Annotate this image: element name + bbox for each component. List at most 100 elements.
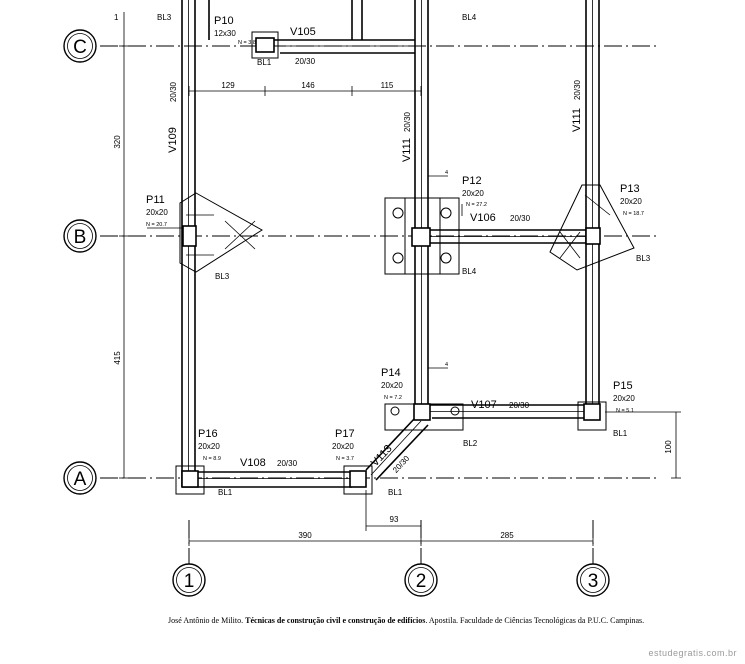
dimension-115: 115	[381, 81, 394, 90]
axis-bubble-2: 2	[404, 563, 438, 597]
caption-author: José Antônio de Milito.	[168, 616, 244, 625]
pillar-p14-size: 20x20	[381, 381, 403, 390]
axis-bubble-1: 1	[172, 563, 206, 597]
source-caption: José Antônio de Milito. Técnicas de cons…	[168, 616, 644, 625]
block-bl3-p11-label: BL3	[215, 272, 230, 281]
pillar-p13-load: N = 18.7	[623, 211, 644, 217]
block-bl3-p13-label: BL3	[636, 254, 651, 263]
beam-v106-name: V106	[470, 212, 496, 224]
beam-v111-left-size: 20/30	[403, 111, 412, 132]
dimension-100: 100	[664, 440, 673, 454]
pillar-p10-load: N = 3.8	[238, 40, 256, 46]
pillar-p15-size: 20x20	[613, 394, 635, 403]
caption-rest: . Apostila. Faculdade de Ciências Tecnol…	[425, 616, 645, 625]
pillar-p13-name: P13	[620, 183, 640, 195]
dimension-285: 285	[500, 531, 514, 540]
axis-bubble-a: A	[63, 461, 97, 495]
pillar-p17-name: P17	[335, 428, 355, 440]
dimension-320: 320	[113, 135, 122, 149]
pillar-p16-name: P16	[198, 428, 218, 440]
pillar-p13-size: 20x20	[620, 197, 642, 206]
pillar-p12-name: P12	[462, 175, 482, 187]
pillar-p11-size: 20x20	[146, 208, 168, 217]
beam-v108-name: V108	[240, 457, 266, 469]
pillar-p11-name: P11	[146, 194, 165, 206]
block-bl4-p12	[384, 197, 460, 275]
beam-v113-size: 20/30	[391, 454, 412, 475]
pillar-p16-size: 20x20	[198, 442, 220, 451]
beam-v105-size: 20/30	[295, 57, 316, 66]
beam-v107-name: V107	[471, 399, 497, 411]
dimension-129: 129	[221, 81, 235, 90]
pillar-p14-name: P14	[381, 367, 401, 379]
foundation-blocks	[175, 31, 635, 495]
pillar-p11	[182, 225, 197, 247]
beam-v106-size: 20/30	[510, 214, 531, 223]
axis-bubble-c: C	[63, 29, 97, 63]
pillar-p17	[349, 470, 367, 488]
pillar-p14-load: N = 7.2	[384, 395, 402, 401]
beam-labels: V105 20/30 V106 20/30 V107 20/30 V108 20…	[167, 26, 583, 475]
beam-v111-left-name: V111	[401, 138, 413, 162]
axis-bubble-b: B	[63, 219, 97, 253]
mark-4-lower: 4	[445, 362, 448, 368]
pillar-p16	[181, 470, 199, 488]
pillar-p17-size: 20x20	[332, 442, 354, 451]
pillar-p13	[585, 227, 601, 245]
axis-bubble-3: 3	[576, 563, 610, 597]
block-bl2-p14	[384, 403, 464, 431]
axis-label-c: C	[73, 37, 87, 58]
dimension-left: 320 415	[113, 12, 129, 479]
block-bl3-p13	[549, 184, 635, 271]
pillar-labels: P10 12x30 N = 3.8 P11 20x20 N = 20.7 P12…	[146, 15, 644, 462]
mark-4-upper: 4	[445, 170, 448, 176]
watermark: estudegratis.com.br	[648, 648, 737, 658]
block-bl1-p16-label: BL1	[218, 488, 233, 497]
block-bl1-p10-label: BL1	[257, 58, 272, 67]
pillar-p12-load: N = 27.2	[466, 202, 487, 208]
dimension-93: 93	[390, 515, 399, 524]
dimension-offset-93: 93	[365, 490, 422, 531]
pillar-p10-size: 12x30	[214, 29, 236, 38]
structural-plan: C B A 1 2 3 320 415 129 146 115	[63, 0, 681, 597]
pillar-p14	[413, 403, 431, 421]
block-bl1-p15-label: BL1	[613, 429, 628, 438]
block-bl2-p14-label: BL2	[463, 439, 478, 448]
pillar-p16-load: N = 8.9	[203, 456, 221, 462]
axis-label-2: 2	[416, 571, 427, 592]
pillar-p10-name: P10	[214, 15, 234, 27]
dimension-top: 129 146 115	[188, 81, 422, 96]
pillar-p10	[255, 37, 275, 53]
block-labels: 1 BL3 BL4 BL1 BL3 BL4 BL3 BL2 BL1 BL1 BL…	[114, 13, 651, 497]
pillar-p11-load: N = 20.7	[146, 222, 167, 228]
block-bl1-p16	[175, 465, 205, 495]
block-bl1-p17-label: BL1	[388, 488, 403, 497]
pillar-p17-load: N = 3.7	[336, 456, 354, 462]
pillars	[181, 37, 601, 488]
pillar-p15	[583, 403, 601, 421]
block-bl1-p15	[577, 401, 607, 431]
dimension-146: 146	[301, 81, 315, 90]
dimension-bottom: 390 285	[188, 531, 594, 546]
pillar-p12	[411, 227, 431, 247]
axis-label-b: B	[74, 227, 87, 248]
block-bl3-p11	[179, 192, 263, 273]
pillar-p15-load: N = 5.1	[616, 408, 634, 414]
block-bl4-p12-label: BL4	[462, 267, 477, 276]
leader-lines	[147, 175, 463, 369]
beam-v111-right-name: V111	[571, 108, 583, 132]
beam-v109-size: 20/30	[169, 81, 178, 102]
beam-v107-size: 20/30	[509, 401, 530, 410]
dimension-415: 415	[113, 351, 122, 365]
mark-1: 1	[114, 13, 119, 22]
beam-v111-right-size: 20/30	[573, 79, 582, 100]
axis-label-3: 3	[588, 571, 599, 592]
beam-v105-name: V105	[290, 26, 316, 38]
axis-label-a: A	[74, 469, 87, 490]
block-bl3-top: BL3	[157, 13, 172, 22]
beams	[181, 0, 600, 488]
pillar-p15-name: P15	[613, 380, 633, 392]
block-bl1-p17	[343, 465, 373, 495]
beam-v109-name: V109	[167, 127, 179, 153]
caption-title: Técnicas de construção civil e construçã…	[245, 616, 426, 625]
